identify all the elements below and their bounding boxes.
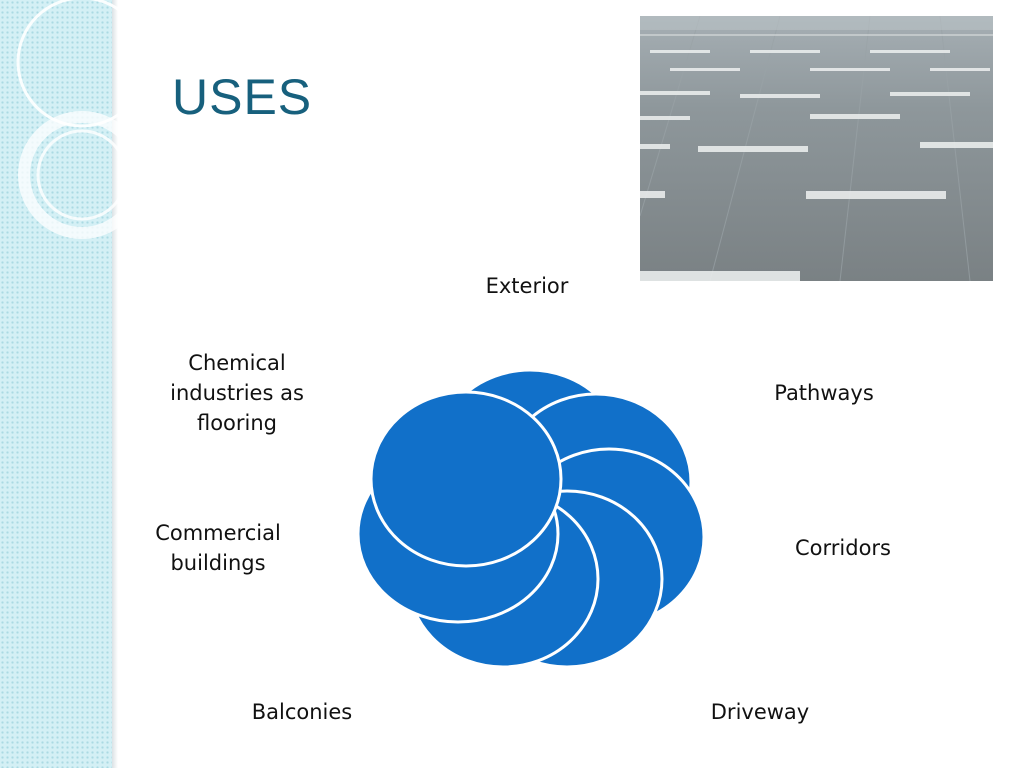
cycle-diagram: [356, 368, 706, 669]
floor-photo-icon: [640, 16, 993, 281]
label-driveway: Driveway: [710, 700, 810, 724]
slide-title: USES: [172, 69, 313, 125]
label-exterior: Exterior: [485, 274, 569, 298]
label-pathways: Pathways: [774, 381, 874, 405]
label-chemical-industries: Chemical industries as flooring: [170, 351, 304, 435]
side-band-shadow: [112, 0, 118, 768]
decorative-rings: [16, 0, 140, 239]
label-balconies: Balconies: [251, 700, 353, 724]
label-commercial-buildings: Commercial buildings: [155, 521, 281, 575]
petal-7: [369, 390, 563, 568]
label-corridors: Corridors: [795, 536, 891, 560]
